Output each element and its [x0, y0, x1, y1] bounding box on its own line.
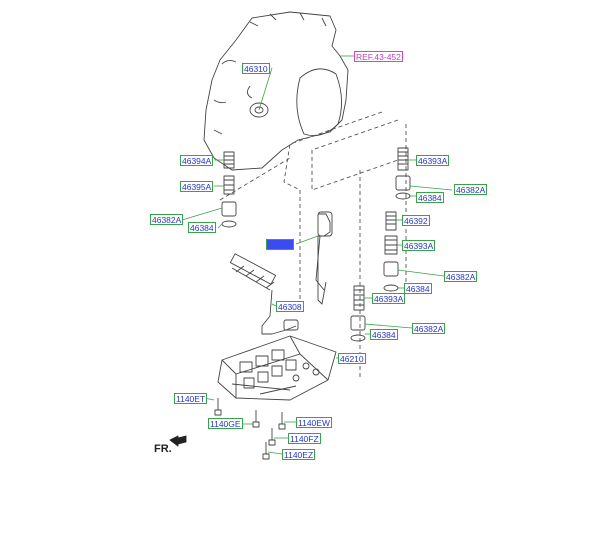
front-arrow-icon [169, 435, 187, 447]
part-label-46384-r2[interactable]: 46384 [404, 283, 432, 294]
part-label-1140FZ[interactable]: 1140FZ [288, 433, 321, 444]
part-label-46384-r1[interactable]: 46384 [416, 192, 444, 203]
part-label-46395A[interactable]: 46395A [180, 181, 214, 192]
part-label-46382A-r1[interactable]: 46382A [454, 184, 488, 195]
ref-label[interactable]: REF.43-452 [354, 51, 403, 62]
wiring-harness-46307 [317, 213, 331, 305]
part-label-46382A-r3[interactable]: 46382A [412, 323, 446, 334]
part-label-46210[interactable]: 46210 [338, 353, 366, 364]
valve-body-46210 [217, 335, 337, 401]
left-valve-stack [221, 151, 237, 228]
part-label-46384-r3[interactable]: 46384 [370, 329, 398, 340]
part-label-46382A-left[interactable]: 46382A [150, 214, 184, 225]
part-label-46393A-mid[interactable]: 46393A [402, 240, 436, 251]
part-label-46393A-low[interactable]: 46393A [372, 293, 406, 304]
bolts [214, 398, 286, 460]
transmission-case [203, 11, 349, 171]
part-label-1140ET[interactable]: 1140ET [174, 393, 208, 404]
part-label-1140EW[interactable]: 1140EW [296, 417, 332, 428]
part-label-46393A-top[interactable]: 46393A [416, 155, 450, 166]
part-label-46307-highlighted[interactable]: 46307 [266, 239, 294, 250]
gasket-46310 [249, 102, 269, 118]
part-label-46392[interactable]: 46392 [402, 215, 430, 226]
part-label-1140EZ[interactable]: 1140EZ [282, 449, 316, 460]
part-label-46384-left[interactable]: 46384 [188, 222, 216, 233]
part-label-1140GE[interactable]: 1140GE [208, 418, 243, 429]
wiring-harness-46308 [231, 265, 275, 291]
front-direction-label: FR. [154, 443, 172, 455]
part-label-46394A[interactable]: 46394A [180, 155, 214, 166]
part-label-46310[interactable]: 46310 [242, 63, 270, 74]
part-label-46382A-r2[interactable]: 46382A [444, 271, 478, 282]
part-label-46308[interactable]: 46308 [276, 301, 304, 312]
